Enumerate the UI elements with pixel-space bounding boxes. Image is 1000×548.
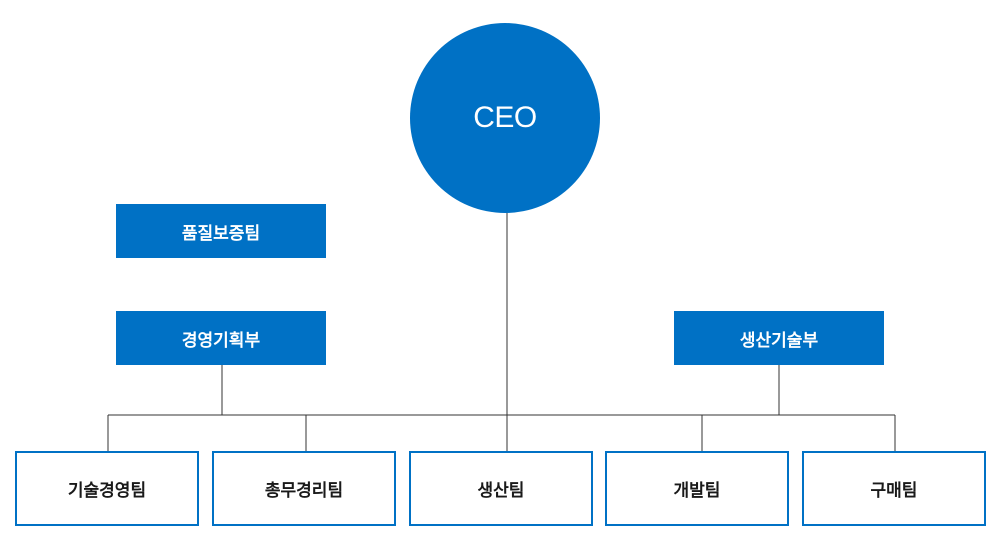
- team-node-production: 생산팀: [409, 451, 593, 526]
- management-planning-node: 경영기획부: [116, 311, 326, 365]
- production-technology-node: 생산기술부: [674, 311, 884, 365]
- quality-assurance-node: 품질보증팀: [116, 204, 326, 258]
- ceo-node: CEO: [410, 23, 600, 213]
- team-node-purchasing: 구매팀: [802, 451, 986, 526]
- team-node-development: 개발팀: [605, 451, 789, 526]
- team-node-general-affairs: 총무경리팀: [212, 451, 396, 526]
- team-node-tech-management: 기술경영팀: [15, 451, 199, 526]
